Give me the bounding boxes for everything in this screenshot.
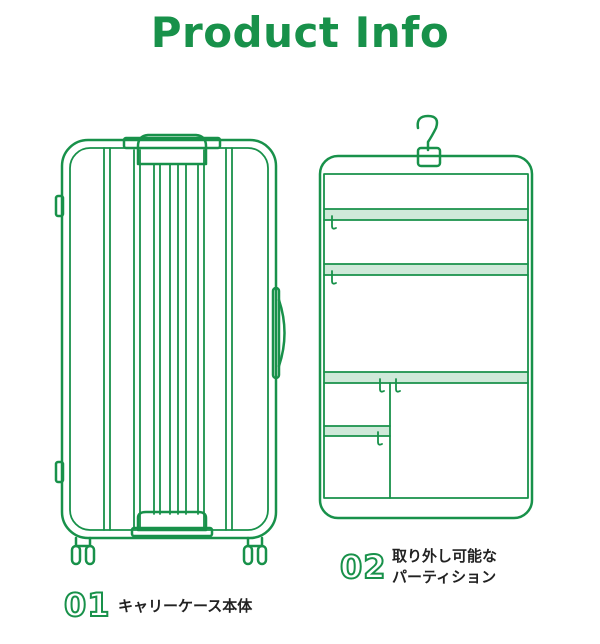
suitcase-wheels: [70, 536, 268, 566]
page-title: Product Info: [150, 8, 450, 57]
suitcase-illustration: [54, 133, 286, 566]
item-caption-partition-line1: 取り外し可能な: [392, 547, 498, 565]
suitcase-ribs: [103, 147, 233, 531]
suitcase-body: [60, 138, 278, 540]
item-number-01: 01: [63, 585, 111, 625]
partition-illustration: [318, 114, 534, 520]
item-caption-partition-line2: パーティション: [392, 568, 497, 586]
hanger-icon: [416, 114, 439, 152]
item-number-02: 02: [339, 547, 387, 587]
partition-body: [318, 154, 534, 520]
item-caption-suitcase: キャリーケース本体: [118, 597, 253, 615]
suitcase-top-handle: [136, 133, 208, 166]
